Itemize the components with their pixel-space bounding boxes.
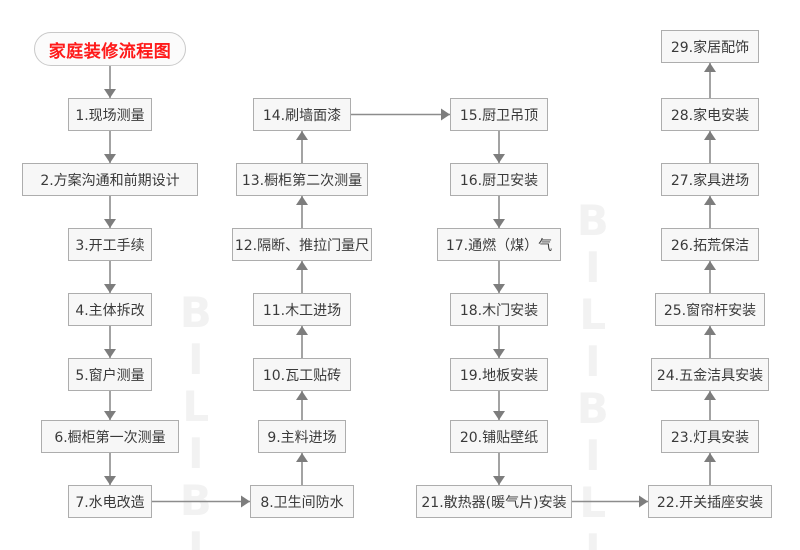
process-node-9[interactable]: 9.主料进场 (258, 420, 346, 453)
process-node-21[interactable]: 21.散热器(暖气片)安装 (416, 485, 572, 518)
connector-arrowhead (704, 261, 716, 270)
process-node-label: 15.厨卫吊顶 (459, 107, 539, 124)
process-node-2[interactable]: 2.方案沟通和前期设计 (22, 163, 198, 196)
process-node-label: 5.窗户测量 (75, 367, 145, 384)
process-node-label: 17.通燃（煤）气 (445, 237, 553, 254)
process-node-1[interactable]: 1.现场测量 (68, 98, 152, 131)
connector-arrowhead (493, 411, 505, 420)
process-node-label: 19.地板安装 (459, 367, 539, 384)
process-node-10[interactable]: 10.瓦工贴砖 (253, 358, 351, 391)
process-node-19[interactable]: 19.地板安装 (450, 358, 548, 391)
process-node-8[interactable]: 8.卫生间防水 (250, 485, 354, 518)
connector-arrowhead (296, 391, 308, 400)
connector-arrowhead (493, 154, 505, 163)
connector-arrowhead (241, 495, 250, 508)
connector-arrowhead (704, 196, 716, 205)
process-node-3[interactable]: 3.开工手续 (68, 228, 152, 261)
connector-arrowhead (704, 63, 716, 72)
process-node-label: 20.铺贴壁纸 (459, 429, 539, 446)
process-node-5[interactable]: 5.窗户测量 (68, 358, 152, 391)
connector-arrowhead (296, 196, 308, 205)
connector-arrowhead (704, 453, 716, 462)
process-node-label: 11.木工进场 (262, 302, 342, 319)
process-node-label: 24.五金洁具安装 (656, 367, 764, 384)
process-node-28[interactable]: 28.家电安装 (661, 98, 759, 131)
page-title: 家庭装修流程图 (48, 41, 172, 62)
watermark: BILIBILI (568, 196, 618, 550)
process-node-label: 27.家具进场 (670, 172, 750, 189)
process-node-27[interactable]: 27.家具进场 (661, 163, 759, 196)
process-node-13[interactable]: 13.橱柜第二次测量 (236, 163, 368, 196)
process-node-label: 13.橱柜第二次测量 (241, 172, 363, 189)
process-node-16[interactable]: 16.厨卫安装 (450, 163, 548, 196)
connector-arrowhead (296, 453, 308, 462)
process-node-23[interactable]: 23.灯具安装 (661, 420, 759, 453)
process-node-7[interactable]: 7.水电改造 (68, 485, 152, 518)
process-node-14[interactable]: 14.刷墙面漆 (253, 98, 351, 131)
connector-arrowhead (704, 326, 716, 335)
process-node-label: 10.瓦工贴砖 (262, 367, 342, 384)
process-node-4[interactable]: 4.主体拆改 (68, 293, 152, 326)
process-node-label: 23.灯具安装 (670, 429, 750, 446)
connector-arrowhead (704, 391, 716, 400)
process-node-label: 25.窗帘杆安装 (663, 302, 757, 319)
connector-arrowhead (296, 261, 308, 270)
process-node-11[interactable]: 11.木工进场 (253, 293, 351, 326)
process-node-label: 22.开关插座安装 (656, 494, 764, 511)
process-node-label: 21.散热器(暖气片)安装 (421, 494, 567, 511)
process-node-label: 26.拓荒保洁 (670, 237, 750, 254)
process-node-label: 2.方案沟通和前期设计 (40, 172, 180, 189)
process-node-26[interactable]: 26.拓荒保洁 (661, 228, 759, 261)
process-node-12[interactable]: 12.隔断、推拉门量尺 (232, 228, 372, 261)
connector-arrowhead (104, 476, 116, 485)
process-node-label: 12.隔断、推拉门量尺 (234, 237, 370, 254)
process-node-label: 14.刷墙面漆 (262, 107, 342, 124)
diagram-title-pill: 家庭装修流程图 (34, 32, 186, 66)
process-node-label: 16.厨卫安装 (459, 172, 539, 189)
process-node-label: 28.家电安装 (670, 107, 750, 124)
connector-arrowhead (104, 349, 116, 358)
process-node-18[interactable]: 18.木门安装 (450, 293, 548, 326)
connector-arrowhead (441, 108, 450, 121)
watermark: BILIBILI (171, 288, 221, 550)
connector-arrowhead (704, 131, 716, 140)
connector-arrowhead (104, 219, 116, 228)
connector-arrowhead (493, 476, 505, 485)
connector-arrowhead (104, 284, 116, 293)
process-node-25[interactable]: 25.窗帘杆安装 (655, 293, 765, 326)
connector-arrowhead (493, 219, 505, 228)
connector-arrowhead (104, 411, 116, 420)
process-node-29[interactable]: 29.家居配饰 (661, 30, 759, 63)
process-node-6[interactable]: 6.橱柜第一次测量 (41, 420, 179, 453)
process-node-label: 1.现场测量 (75, 107, 145, 124)
connector-arrowhead (493, 284, 505, 293)
process-node-20[interactable]: 20.铺贴壁纸 (450, 420, 548, 453)
process-node-label: 7.水电改造 (75, 494, 145, 511)
connector-arrowhead (296, 131, 308, 140)
process-node-label: 29.家居配饰 (670, 39, 750, 56)
connector-arrowhead (104, 89, 116, 98)
process-node-15[interactable]: 15.厨卫吊顶 (450, 98, 548, 131)
process-node-label: 8.卫生间防水 (260, 494, 344, 511)
process-node-17[interactable]: 17.通燃（煤）气 (437, 228, 561, 261)
connector-arrowhead (639, 495, 648, 508)
process-node-label: 6.橱柜第一次测量 (54, 429, 166, 446)
connector-arrowhead (104, 154, 116, 163)
process-node-22[interactable]: 22.开关插座安装 (648, 485, 772, 518)
process-node-label: 3.开工手续 (75, 237, 145, 254)
process-node-24[interactable]: 24.五金洁具安装 (651, 358, 769, 391)
process-node-label: 4.主体拆改 (75, 302, 145, 319)
process-node-label: 18.木门安装 (459, 302, 539, 319)
connector-arrowhead (296, 326, 308, 335)
process-node-label: 9.主料进场 (267, 429, 337, 446)
connector-arrowhead (493, 349, 505, 358)
